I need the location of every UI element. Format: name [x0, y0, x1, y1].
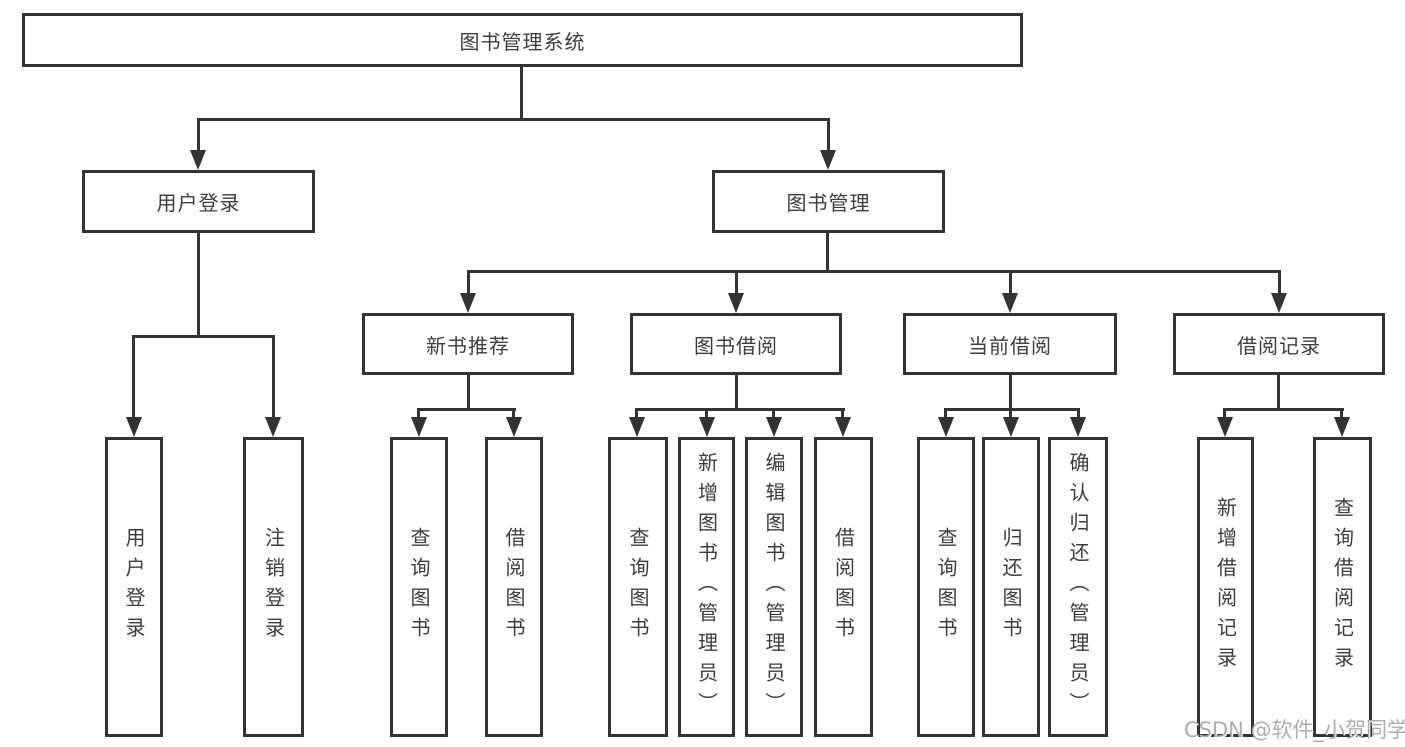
- arrow-down-icon: [190, 150, 206, 170]
- leaf-label: 确认归还（管理员）: [1066, 452, 1090, 722]
- connector-line: [197, 233, 200, 338]
- connector-line: [132, 335, 275, 338]
- connector-line: [1223, 408, 1344, 411]
- arrow-down-icon: [265, 417, 281, 437]
- leaf-logout: 注销登录: [243, 437, 304, 737]
- connector-line: [735, 375, 738, 411]
- leaf-query-books-3: 查询图书: [917, 437, 975, 737]
- connector-line: [705, 408, 708, 420]
- leaf-borrow-books-2: 借阅图书: [814, 437, 873, 737]
- connector-line: [467, 270, 1281, 273]
- node-borrow-records: 借阅记录: [1173, 313, 1385, 375]
- node-label: 当前借阅: [968, 333, 1052, 358]
- connector-line: [1223, 408, 1226, 420]
- connector-line: [772, 408, 775, 420]
- arrow-down-icon: [1003, 417, 1019, 437]
- connector-line: [197, 118, 830, 121]
- leaf-label: 查询图书: [934, 527, 958, 647]
- arrow-down-icon: [835, 417, 851, 437]
- node-current-borrow: 当前借阅: [903, 313, 1117, 375]
- arrow-down-icon: [1002, 293, 1018, 313]
- connector-line: [1009, 375, 1012, 411]
- connector-line: [944, 408, 947, 420]
- connector-line: [635, 408, 845, 411]
- leaf-label: 查询图书: [626, 527, 650, 647]
- arrow-down-icon: [699, 417, 715, 437]
- leaf-label: 注销登录: [261, 527, 286, 647]
- arrow-down-icon: [938, 417, 954, 437]
- arrow-down-icon: [411, 417, 427, 437]
- connector-line: [1340, 408, 1343, 420]
- connector-line: [467, 375, 470, 411]
- arrow-down-icon: [126, 417, 142, 437]
- node-book-borrow: 图书借阅: [630, 313, 842, 375]
- arrow-down-icon: [820, 150, 836, 170]
- leaf-label: 用户登录: [122, 527, 146, 647]
- node-label: 用户登录: [156, 191, 241, 215]
- leaf-label: 查询图书: [407, 527, 431, 647]
- connector-line: [512, 408, 515, 420]
- node-label: 图书管理系统: [459, 29, 586, 54]
- arrow-down-icon: [1271, 293, 1287, 313]
- leaf-label: 新增图书（管理员）: [694, 452, 719, 722]
- leaf-edit-books-admin: 编辑图书（管理员）: [745, 437, 803, 737]
- leaf-query-books-2: 查询图书: [608, 437, 668, 737]
- connector-line: [735, 270, 738, 295]
- arrow-down-icon: [506, 417, 522, 437]
- csdn-watermark: CSDN @软件_小贺同学: [1184, 718, 1405, 742]
- connector-line: [1009, 408, 1012, 420]
- node-user-login: 用户登录: [82, 170, 315, 233]
- connector-line: [1278, 270, 1281, 295]
- connector-line: [635, 408, 638, 420]
- node-label: 图书管理: [786, 191, 871, 215]
- connector-line: [417, 408, 420, 420]
- arrow-down-icon: [460, 293, 476, 313]
- connector-line: [826, 233, 829, 273]
- leaf-query-books-1: 查询图书: [390, 437, 448, 737]
- node-label: 新书推荐: [426, 333, 510, 358]
- connector-line: [272, 335, 275, 417]
- connector-line: [132, 335, 135, 417]
- leaf-return-books: 归还图书: [982, 437, 1040, 737]
- connector-line: [827, 118, 830, 152]
- arrow-down-icon: [728, 293, 744, 313]
- node-new-book-recommend: 新书推荐: [362, 313, 574, 375]
- connector-line: [467, 270, 470, 295]
- connector-line: [197, 118, 200, 152]
- leaf-label: 借阅图书: [831, 527, 856, 647]
- leaf-label: 归还图书: [999, 527, 1023, 647]
- connector-line: [944, 408, 1080, 411]
- arrow-down-icon: [766, 417, 782, 437]
- node-label: 图书借阅: [694, 333, 778, 358]
- leaf-add-borrow-record: 新增借阅记录: [1197, 437, 1254, 737]
- leaf-label: 新增借阅记录: [1213, 497, 1238, 677]
- leaf-add-books-admin: 新增图书（管理员）: [678, 437, 735, 737]
- leaf-label: 借阅图书: [502, 527, 526, 647]
- node-label: 借阅记录: [1237, 333, 1321, 358]
- leaf-query-borrow-record: 查询借阅记录: [1313, 437, 1372, 737]
- connector-line: [1277, 375, 1280, 411]
- leaf-borrow-books-1: 借阅图书: [485, 437, 543, 737]
- arrow-down-icon: [1334, 417, 1350, 437]
- leaf-confirm-return-admin: 确认归还（管理员）: [1048, 437, 1108, 737]
- connector-line: [520, 67, 523, 120]
- connector-line: [1009, 270, 1012, 295]
- leaf-label: 查询借阅记录: [1330, 497, 1355, 677]
- node-book-management: 图书管理: [712, 170, 945, 233]
- connector-line: [841, 408, 844, 420]
- arrow-down-icon: [1070, 417, 1086, 437]
- arrow-down-icon: [1217, 417, 1233, 437]
- node-library-system: 图书管理系统: [22, 13, 1023, 67]
- arrow-down-icon: [629, 417, 645, 437]
- leaf-label: 编辑图书（管理员）: [762, 452, 786, 722]
- connector-line: [417, 408, 516, 411]
- leaf-user-login: 用户登录: [105, 437, 163, 737]
- connector-line: [1077, 408, 1080, 420]
